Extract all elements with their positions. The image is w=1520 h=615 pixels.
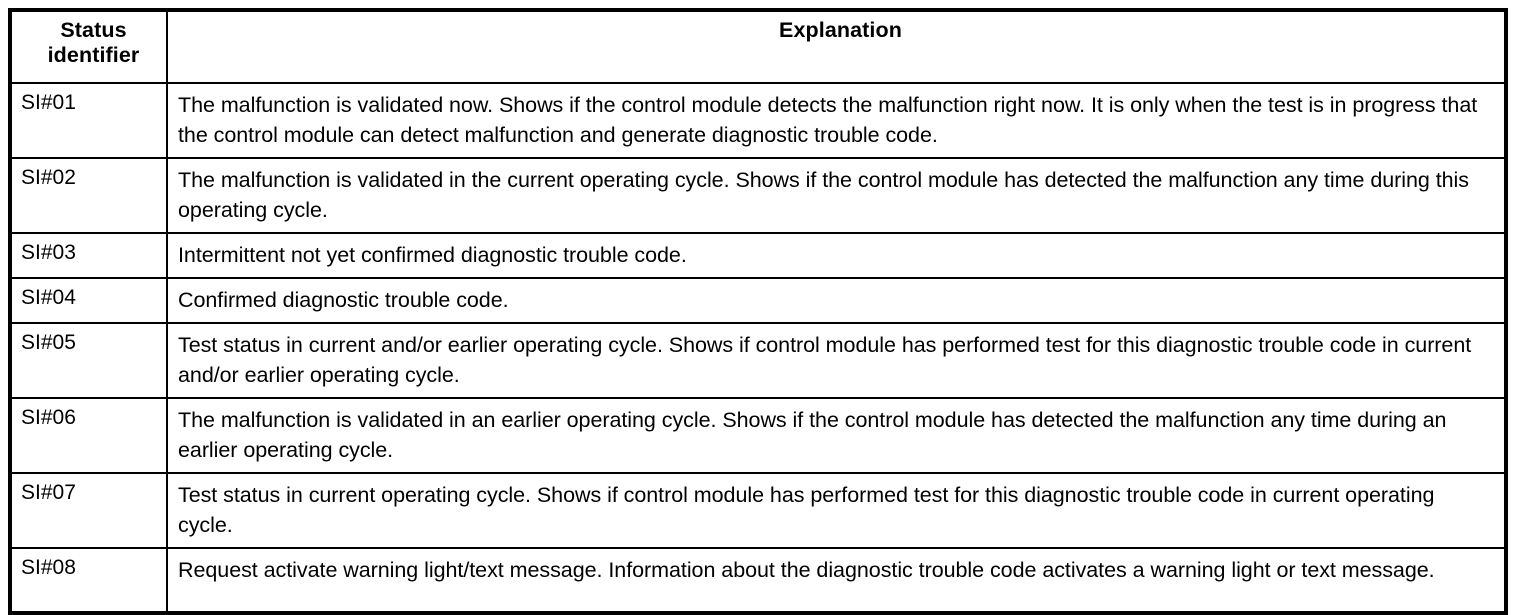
status-identifier-table: Status identifier Explanation SI#01 The … (8, 8, 1508, 615)
explanation-value: Test status in current and/or earlier op… (178, 333, 1472, 387)
column-header-status-identifier-label: Status identifier (47, 18, 140, 67)
cell-explanation: Test status in current and/or earlier op… (166, 322, 1507, 399)
table-row: SI#04 Confirmed diagnostic trouble code. (9, 277, 1507, 324)
cell-status-identifier: SI#02 (9, 157, 168, 234)
cell-explanation: Confirmed diagnostic trouble code. (166, 277, 1507, 324)
column-header-explanation: Explanation (166, 9, 1507, 84)
table-row: SI#03 Intermittent not yet confirmed dia… (9, 232, 1507, 279)
column-header-status-identifier: Status identifier (9, 9, 168, 84)
table-row: SI#06 The malfunction is validated in an… (9, 397, 1507, 474)
table-header: Status identifier Explanation (9, 9, 1507, 84)
status-identifier-value: SI#07 (21, 481, 76, 504)
cell-explanation: Intermittent not yet confirmed diagnosti… (166, 232, 1507, 279)
table-row: SI#08 Request activate warning light/tex… (9, 547, 1507, 614)
cell-explanation: Test status in current operating cycle. … (166, 472, 1507, 549)
explanation-value: The malfunction is validated in an earli… (178, 408, 1447, 462)
table-row: SI#02 The malfunction is validated in th… (9, 157, 1507, 234)
cell-status-identifier: SI#01 (9, 82, 168, 159)
cell-explanation: The malfunction is validated in an earli… (166, 397, 1507, 474)
cell-explanation: The malfunction is validated now. Shows … (166, 82, 1507, 159)
explanation-value: The malfunction is validated in the curr… (178, 168, 1469, 222)
table-row: SI#07 Test status in current operating c… (9, 472, 1507, 549)
explanation-value: Intermittent not yet confirmed diagnosti… (178, 243, 687, 267)
status-identifier-value: SI#08 (21, 556, 76, 579)
cell-status-identifier: SI#08 (9, 547, 168, 614)
explanation-value: Test status in current operating cycle. … (178, 483, 1435, 537)
cell-status-identifier: SI#06 (9, 397, 168, 474)
cell-explanation: Request activate warning light/text mess… (166, 547, 1507, 614)
status-identifier-value: SI#05 (21, 331, 76, 354)
cell-status-identifier: SI#07 (9, 472, 168, 549)
cell-explanation: The malfunction is validated in the curr… (166, 157, 1507, 234)
cell-status-identifier: SI#03 (9, 232, 168, 279)
table-row: SI#05 Test status in current and/or earl… (9, 322, 1507, 399)
status-identifier-value: SI#06 (21, 406, 76, 429)
table-row: SI#01 The malfunction is validated now. … (9, 82, 1507, 159)
explanation-value: The malfunction is validated now. Shows … (178, 93, 1478, 147)
status-identifier-value: SI#02 (21, 166, 76, 189)
table-header-row: Status identifier Explanation (9, 9, 1507, 84)
status-identifier-value: SI#03 (21, 241, 76, 264)
cell-status-identifier: SI#04 (9, 277, 168, 324)
explanation-value: Request activate warning light/text mess… (178, 558, 1435, 582)
cell-status-identifier: SI#05 (9, 322, 168, 399)
status-identifier-value: SI#04 (21, 286, 76, 309)
status-identifier-value: SI#01 (21, 91, 76, 114)
table-body: SI#01 The malfunction is validated now. … (9, 82, 1507, 614)
column-header-explanation-label: Explanation (779, 18, 902, 42)
explanation-value: Confirmed diagnostic trouble code. (178, 288, 509, 312)
